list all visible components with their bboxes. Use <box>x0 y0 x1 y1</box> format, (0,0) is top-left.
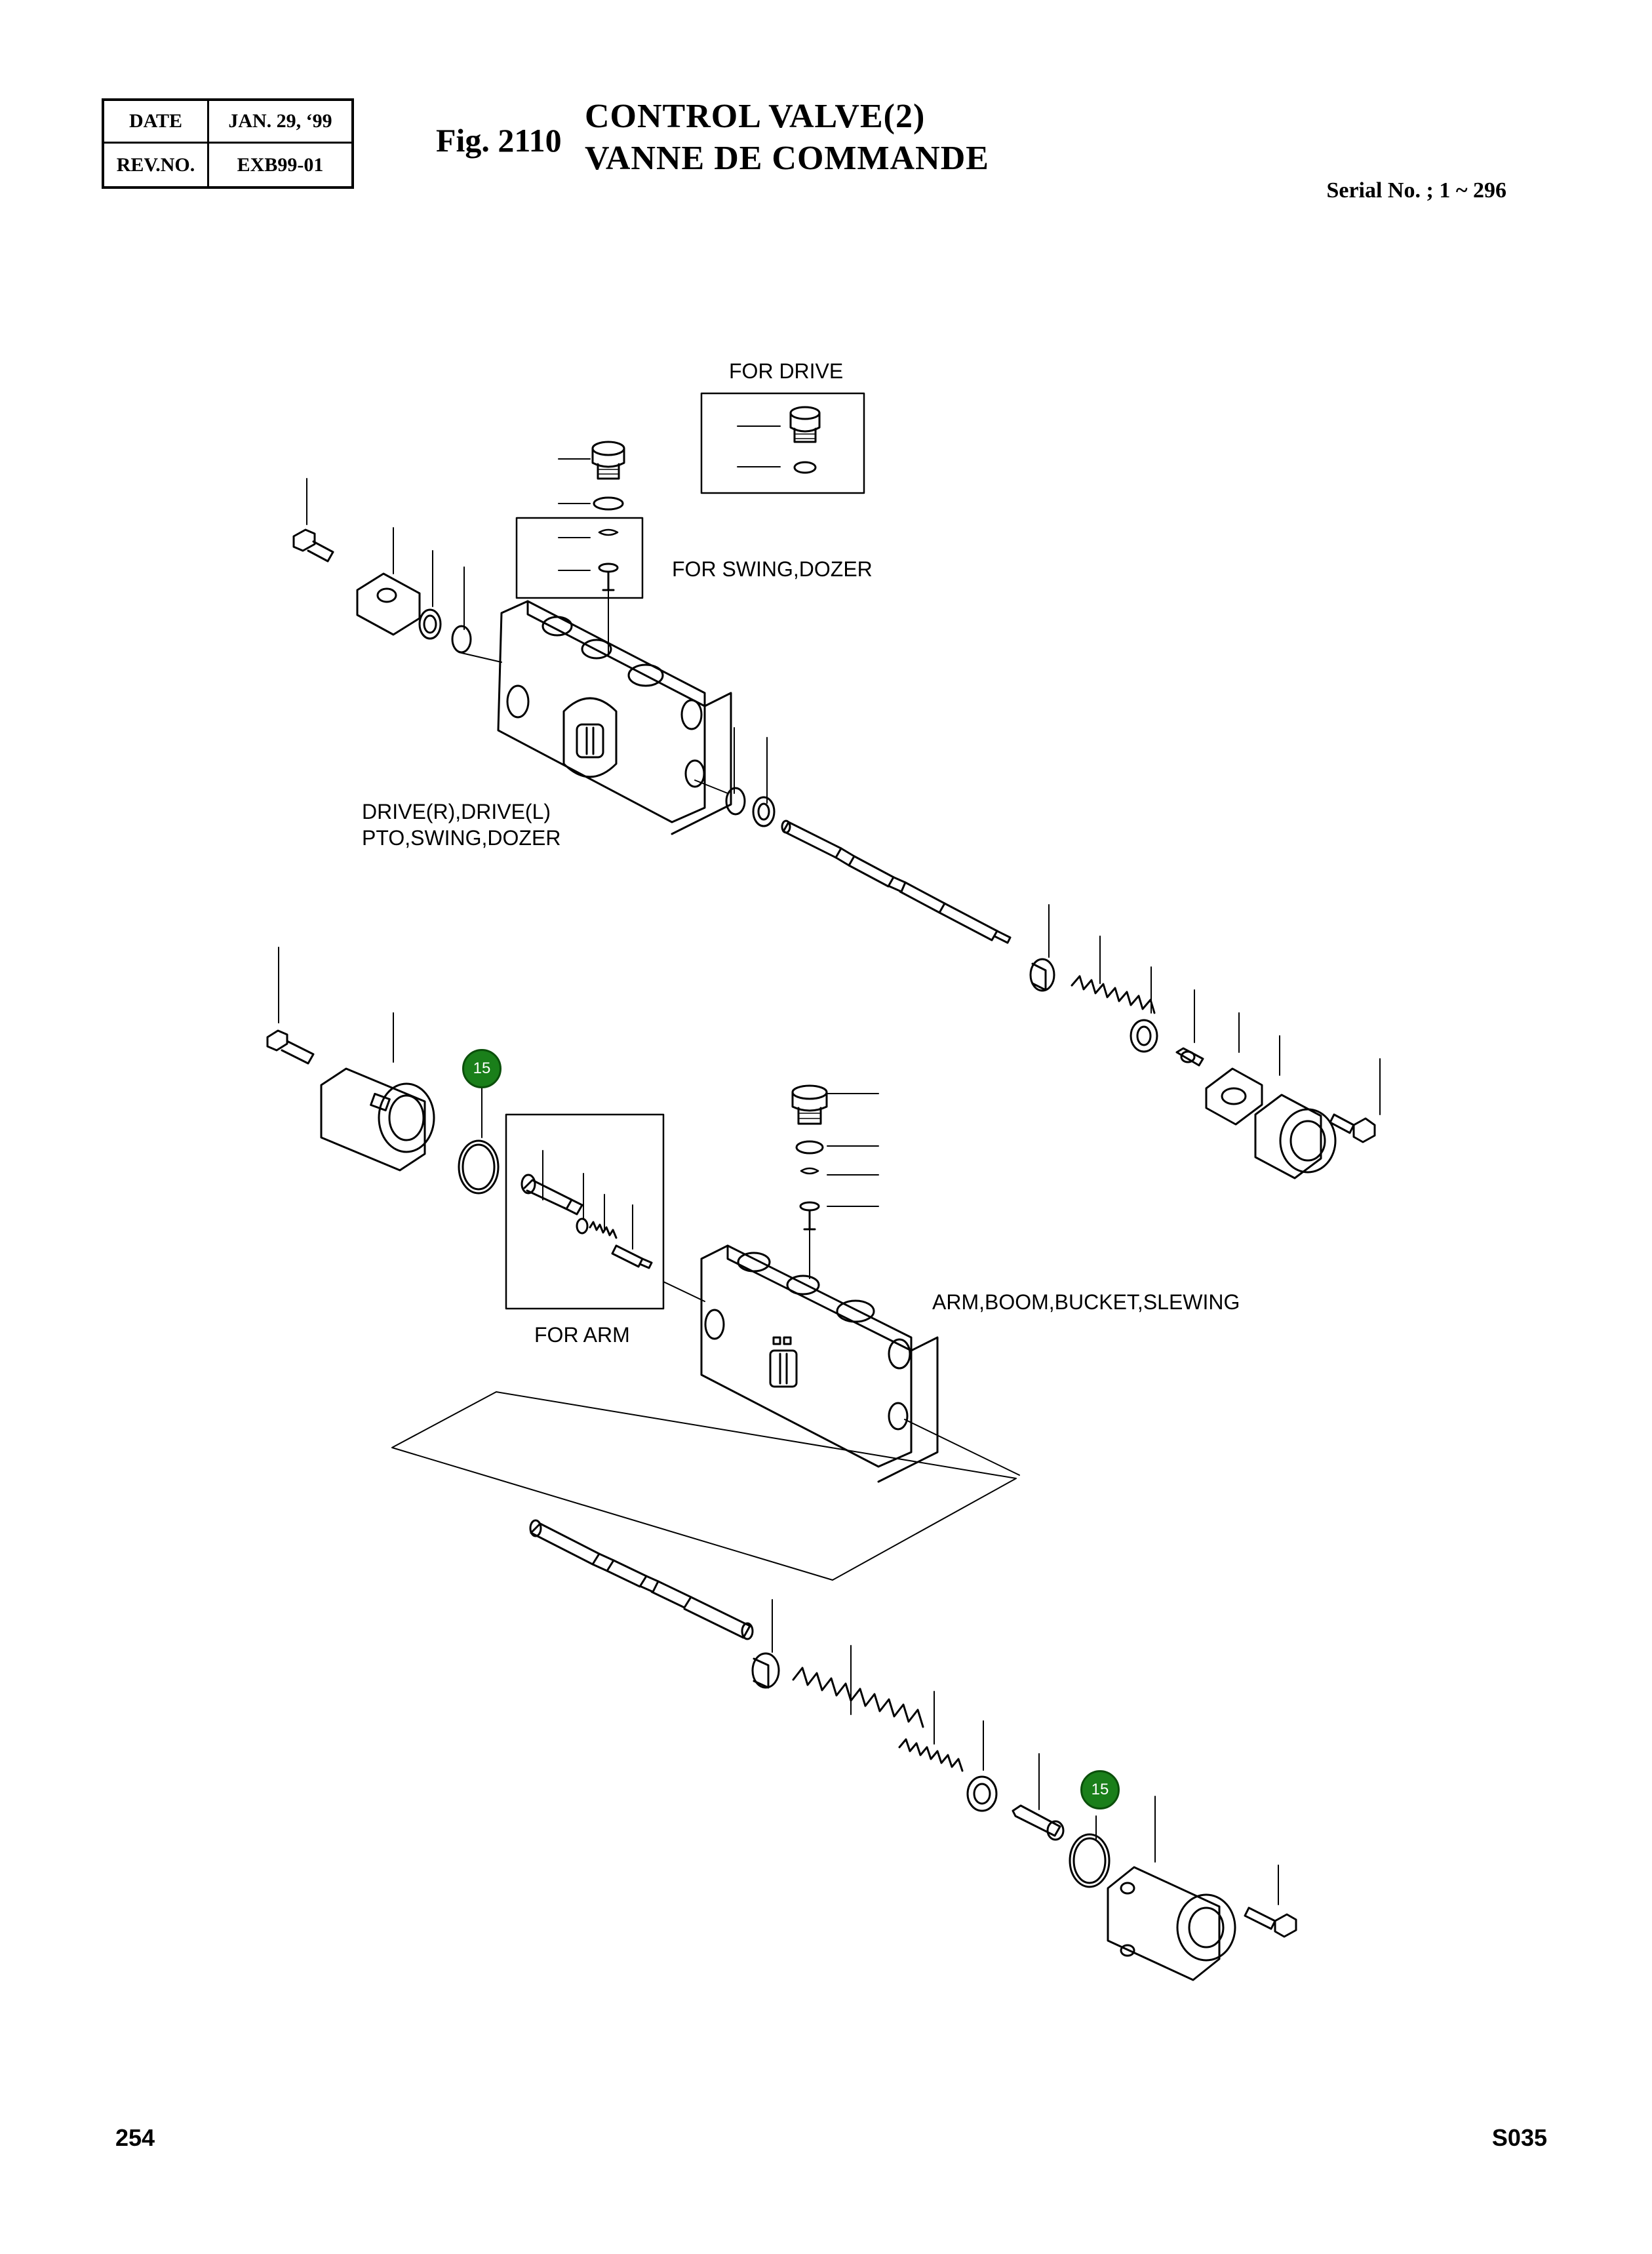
date-value: JAN. 29, ‘99 <box>209 101 351 144</box>
label-for-arm: FOR ARM <box>534 1323 630 1347</box>
revision-label: REV.NO. <box>104 144 209 186</box>
for-arm-inset <box>505 1113 705 1310</box>
page-title-french: VANNE DE COMMANDE <box>585 140 989 177</box>
page-number: 254 <box>115 2124 155 2151</box>
valve-body-drive <box>458 589 732 835</box>
for-swing-dozer-inset <box>515 517 644 599</box>
revision-value: EXB99-01 <box>237 153 324 176</box>
o-ring-icon <box>793 461 817 474</box>
label-arm-boom-bucket-slewing: ARM,BOOM,BUCKET,SLEWING <box>932 1290 1240 1314</box>
valve1-left-parts <box>292 478 472 654</box>
for-drive-inset <box>700 392 865 494</box>
callout-part-15-lower: 15 <box>1080 1770 1120 1809</box>
date-revision-table: DATE JAN. 29, ‘99 REV.NO. EXB99-01 <box>102 98 354 189</box>
valve1-spool-parts <box>694 727 1012 944</box>
label-for-swing-dozer: FOR SWING,DOZER <box>672 557 873 581</box>
label-drive-line1: DRIVE(R),DRIVE(L) <box>362 800 551 823</box>
mounting-plane <box>391 1391 1017 1581</box>
relief-plug-icon <box>789 406 821 443</box>
section-code: S035 <box>1491 2124 1547 2151</box>
label-drive-line2: PTO,SWING,DOZER <box>362 826 561 850</box>
callout-part-15-upper: 15 <box>462 1049 502 1088</box>
valve1-end-parts <box>1029 904 1381 1179</box>
date-label: DATE <box>104 101 209 144</box>
valve2-top-parts <box>791 1084 879 1279</box>
serial-number-range: Serial No. ; 1 ~ 296 <box>1326 178 1506 203</box>
valve2-left-parts <box>266 947 500 1195</box>
valve-body-arm <box>700 1244 1020 1483</box>
valve2-end-parts <box>751 1599 1297 1981</box>
figure-number: Fig. 2110 <box>436 122 562 159</box>
label-for-drive: FOR DRIVE <box>729 359 844 383</box>
top-plug-assembly <box>558 441 625 511</box>
page-title-english: CONTROL VALVE(2) <box>585 98 926 135</box>
valve2-spool <box>529 1519 754 1640</box>
